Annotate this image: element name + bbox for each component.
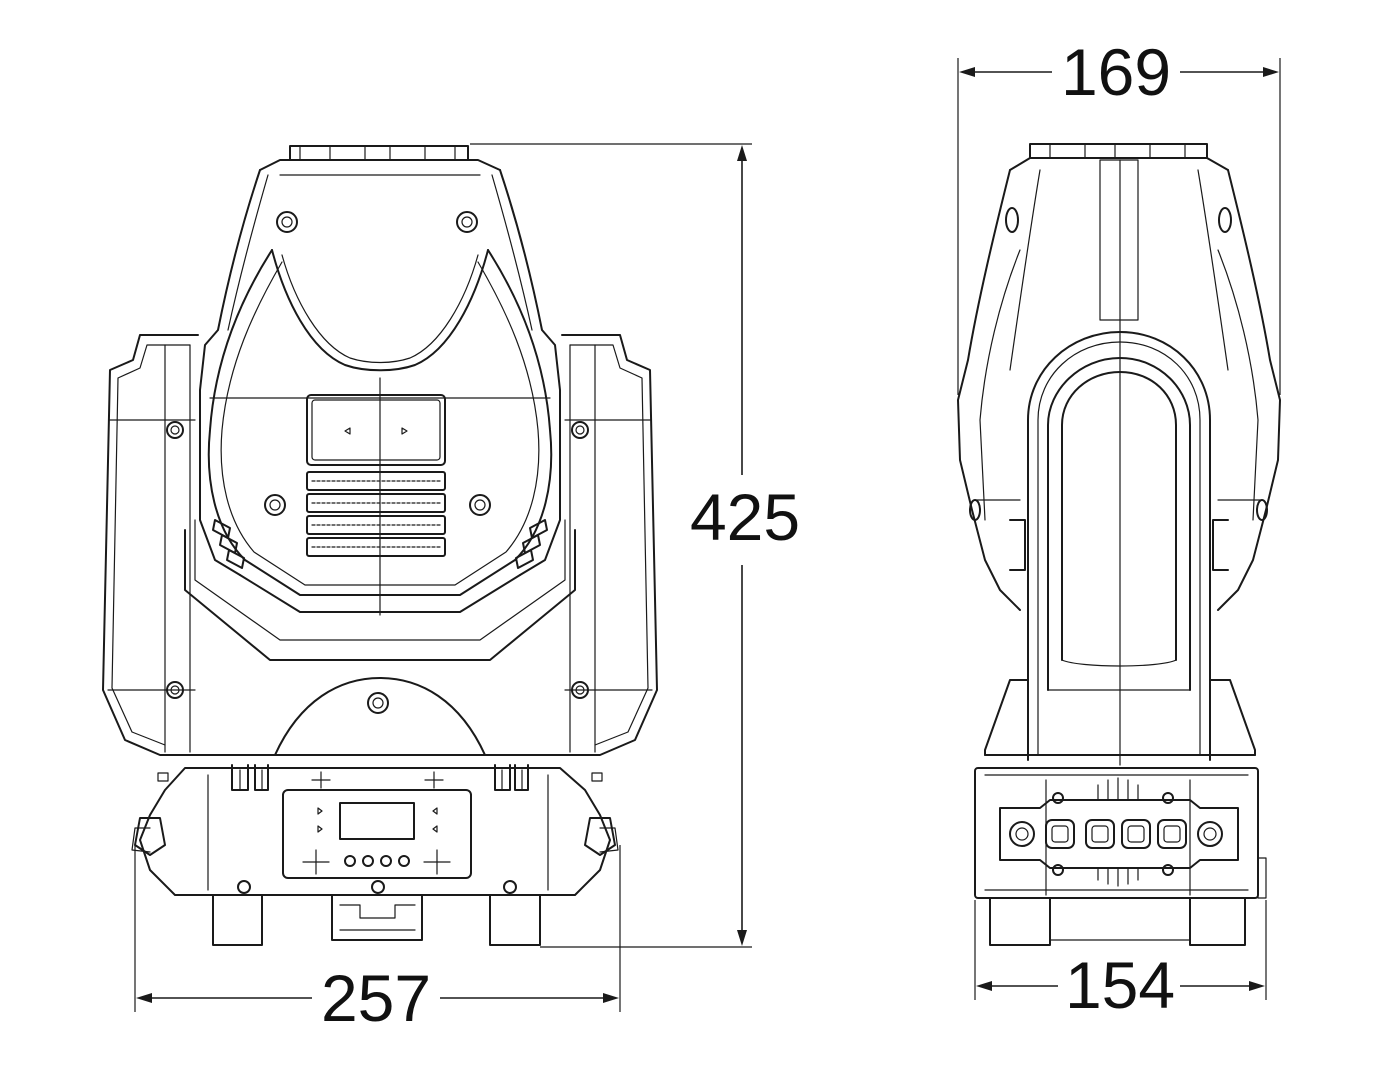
front-head-screws (264, 211, 491, 516)
dim-front-width-label: 257 (321, 961, 431, 1035)
dim-front-height: 425 (470, 143, 800, 948)
dim-side-top-width: 169 (957, 35, 1281, 395)
dim-front-height-label: 425 (690, 480, 800, 554)
front-head-side-vents (212, 519, 548, 569)
front-head-shell (199, 169, 561, 576)
front-head-display (306, 394, 446, 466)
front-head-face (184, 249, 576, 661)
side-yoke-arch (1027, 159, 1211, 766)
front-yoke-dome (259, 677, 501, 756)
side-yoke-base (984, 679, 1256, 756)
dim-side-top-width-label: 169 (1061, 35, 1171, 109)
front-top-cap (259, 145, 501, 171)
dim-front-width: 257 (134, 845, 621, 1035)
front-base (131, 764, 619, 946)
front-head-vents (306, 471, 446, 557)
side-base (974, 767, 1267, 946)
front-view (102, 145, 658, 946)
dim-side-base-width: 154 (974, 900, 1267, 1022)
dimensions: 257 425 169 (134, 35, 1281, 1035)
side-view (957, 143, 1281, 946)
side-head-shell (957, 159, 1281, 611)
side-top-cap (1009, 143, 1229, 171)
front-yoke-left (102, 334, 261, 756)
dim-side-base-width-label: 154 (1065, 948, 1175, 1022)
front-yoke-right (499, 334, 658, 756)
